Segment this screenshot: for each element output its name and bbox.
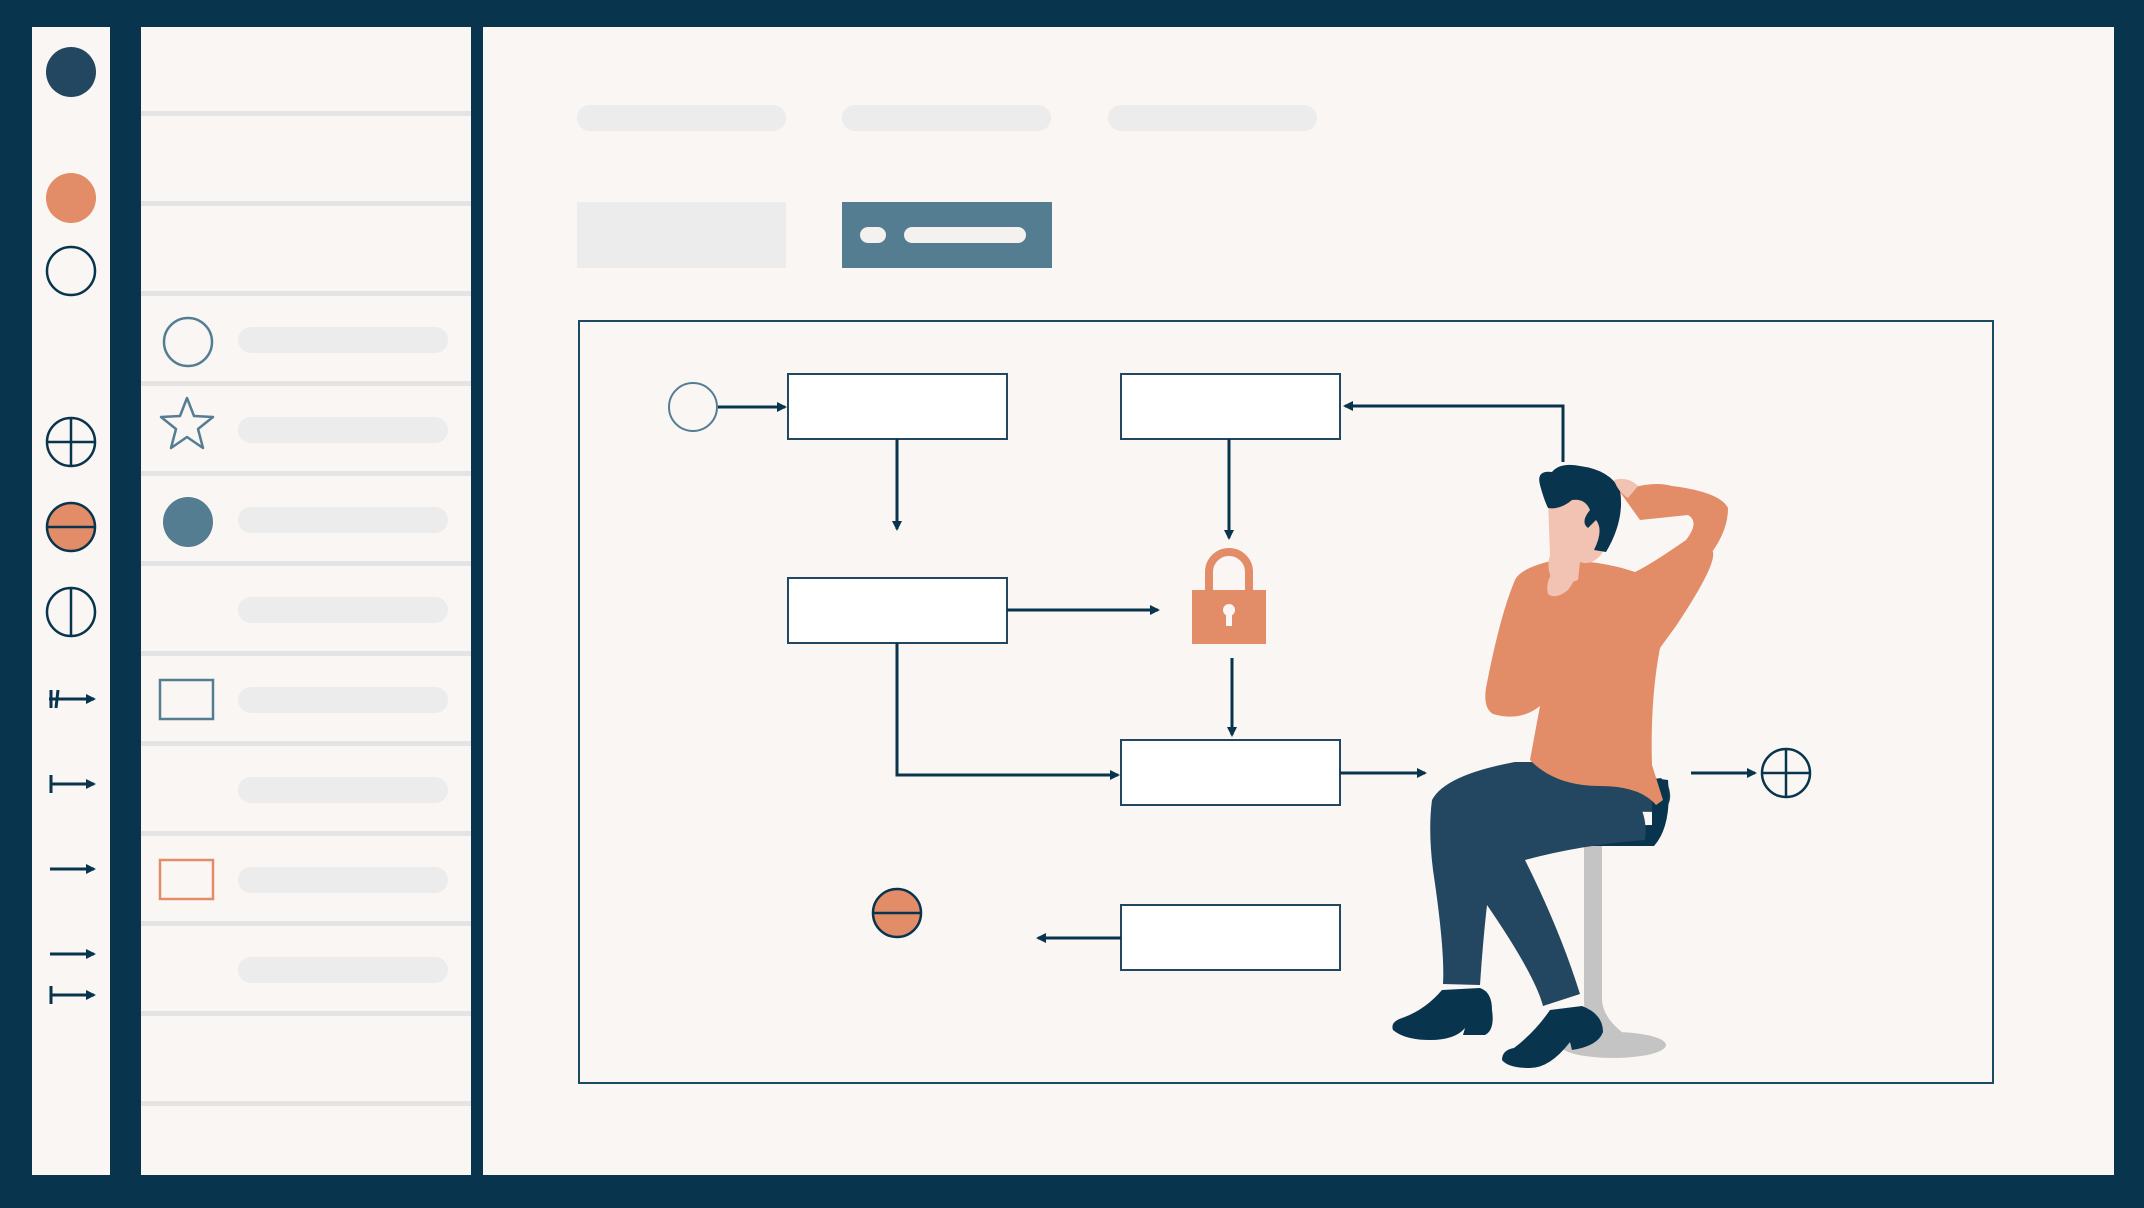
crosshair-circle-icon[interactable] [45,416,97,468]
vertical-bar-circle-icon[interactable] [45,586,97,638]
end-event-crosshair[interactable] [1760,747,1812,799]
head [1539,464,1638,597]
list-divider [141,561,471,566]
flow-arrow [1343,401,1565,462]
torso [1485,484,1728,805]
filled-circle-icon[interactable] [46,47,96,97]
list-divider [141,291,471,296]
list-item-label-placeholder[interactable] [238,867,448,893]
task-box[interactable] [1120,739,1341,806]
main-canvas-panel [483,27,2114,1175]
blue-rectangle-icon [158,678,215,721]
list-divider [141,111,471,116]
task-box[interactable] [1120,373,1341,440]
list-divider [141,471,471,476]
list-divider [141,741,471,746]
list-divider [141,651,471,656]
star-outline-icon [159,396,215,450]
flow-diagram [668,373,1812,971]
task-box[interactable] [787,577,1008,644]
list-item-label-placeholder[interactable] [238,777,448,803]
end-event-orange[interactable] [871,887,923,939]
list-divider [141,201,471,206]
orange-circle-icon[interactable] [46,173,96,223]
tab-placeholder[interactable] [1108,105,1317,131]
list-item-label-placeholder[interactable] [238,417,448,443]
list-item-label-placeholder[interactable] [238,507,448,533]
bar-arrow-icon[interactable] [49,986,96,1004]
button-label-placeholder [904,227,1026,243]
orange-rectangle-icon [158,858,215,901]
circle-outline-icon [162,316,214,368]
button-icon-placeholder [860,227,886,243]
start-event[interactable] [668,382,718,432]
lock-icon[interactable] [1192,548,1266,644]
list-item-label-placeholder[interactable] [238,597,448,623]
list-divider [141,921,471,926]
tab-placeholder[interactable] [842,105,1051,131]
list-divider [141,1101,471,1106]
filled-blue-circle-icon [163,497,213,547]
shape-list-panel [141,27,471,1175]
secondary-button[interactable] [577,202,786,268]
bar-arrow-icon[interactable] [49,775,96,793]
legs [1430,762,1646,1006]
double-bar-arrow-icon[interactable] [49,689,96,709]
task-box[interactable] [1120,904,1341,971]
orange-minus-circle-icon[interactable] [45,501,97,553]
flow-arrow [895,643,1120,780]
list-item-label-placeholder[interactable] [238,327,448,353]
thinking-person-illustration [1392,464,1728,1068]
diagram-canvas[interactable] [578,320,1994,1084]
list-divider [141,381,471,386]
list-divider [141,831,471,836]
primary-button[interactable] [842,202,1052,268]
shoes [1392,988,1603,1068]
list-item-label-placeholder[interactable] [238,957,448,983]
empty-circle-icon[interactable] [45,245,97,297]
tab-placeholder[interactable] [577,105,786,131]
list-divider [141,1011,471,1016]
list-item-label-placeholder[interactable] [238,687,448,713]
task-box[interactable] [787,373,1008,440]
